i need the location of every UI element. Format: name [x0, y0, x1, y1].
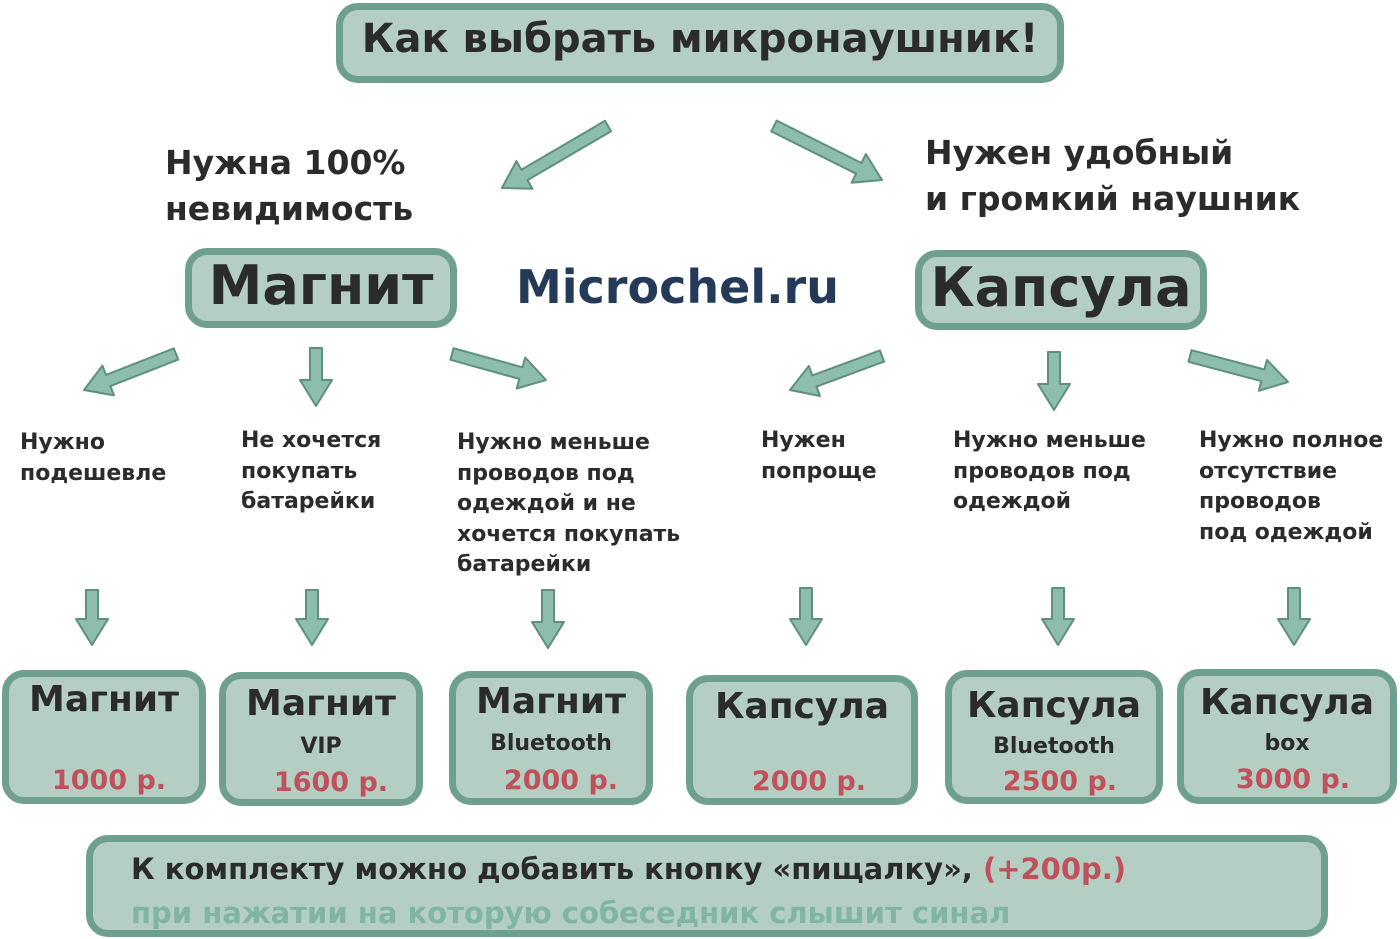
left-question: Нужна 100% невидимость [165, 140, 413, 232]
category-capsule-box: Капсула [915, 250, 1207, 330]
category-capsule-label: Капсула [930, 256, 1192, 319]
condition-line: под одеждой [1199, 519, 1373, 545]
footer-note-price: (+200р.) [982, 852, 1127, 886]
arrow-magnet-bluetooth-icon [449, 347, 547, 390]
condition-line: попроще [761, 458, 877, 484]
arrow-down-2-icon [295, 589, 329, 646]
product-variant: Bluetooth [993, 734, 1115, 759]
footer-box: К комплекту можно добавить кнопку «пищал… [86, 835, 1328, 937]
condition-line: батарейки [457, 552, 592, 577]
arrow-capsule-simple-icon [789, 349, 886, 397]
condition-line: Нужно меньше [457, 430, 650, 455]
condition-5: Нужно меньше проводов под одеждой [953, 426, 1146, 518]
condition-4: Нужен попроще [761, 426, 877, 487]
footer-note-text: К комплекту можно добавить кнопку «пищал… [131, 852, 973, 886]
condition-line: одеждой [953, 489, 1071, 514]
product-price: 3000 р. [1235, 764, 1351, 795]
brand-label: Microchel.ru [516, 260, 839, 314]
arrow-magnet-vip-icon [299, 347, 333, 407]
condition-line: батарейки [241, 489, 376, 514]
right-question-line2: и громкий наушник [925, 179, 1301, 218]
product-variant: VIP [300, 734, 342, 759]
page-title: Как выбрать микронаушник! [361, 16, 1039, 62]
category-magnet-label: Магнит [208, 254, 434, 317]
arrow-down-1-icon [75, 589, 109, 646]
arrow-down-5-icon [1041, 587, 1075, 646]
footer-note: К комплекту можно добавить кнопку «пищал… [131, 852, 1126, 886]
condition-line: хочется покупать [457, 521, 681, 547]
right-question-line1: Нужен удобный [925, 133, 1234, 172]
condition-line: Нужен [761, 428, 846, 453]
product-price: 1000 р. [51, 765, 167, 796]
product-price: 1600 р. [273, 767, 389, 798]
product-price: 2500 р. [1002, 766, 1118, 797]
arrow-to-magnet-icon [501, 119, 612, 190]
arrow-down-4-icon [789, 587, 823, 646]
arrow-magnet-cheap-icon [83, 347, 180, 397]
condition-2: Не хочется покупать батарейки [241, 426, 381, 518]
product-variant: box [1264, 731, 1310, 756]
product-card-magnet-bluetooth: Магнит Bluetooth 2000 р. [449, 671, 653, 805]
category-magnet-box: Магнит [185, 248, 457, 328]
condition-line: Не хочется [241, 428, 382, 453]
product-variant: Bluetooth [490, 731, 612, 756]
condition-line: Нужно полное [1199, 428, 1384, 453]
left-question-line1: Нужна 100% [165, 143, 406, 182]
condition-line: проводов под [457, 460, 635, 486]
title-box: Как выбрать микронаушник! [336, 3, 1064, 83]
condition-3: Нужно меньше проводов под одеждой и не х… [457, 428, 680, 581]
arrow-capsule-bluetooth-icon [1037, 351, 1071, 411]
product-name: Капсула [966, 685, 1142, 726]
product-card-magnet: Магнит 1000 р. [2, 670, 206, 804]
product-card-capsule-box: Капсула box 3000 р. [1177, 669, 1397, 804]
product-name: Магнит [246, 683, 396, 724]
condition-line: одеждой и не [457, 491, 636, 516]
arrow-to-capsule-icon [770, 119, 883, 184]
footer-note-detail: при нажатии на которую собеседник слышит… [131, 896, 1011, 930]
product-name: Капсула [714, 686, 890, 727]
left-question-line2: невидимость [165, 189, 414, 228]
condition-line: проводов под [953, 458, 1131, 484]
condition-line: покупать [241, 458, 358, 484]
product-price: 2000 р. [503, 765, 619, 796]
condition-line: подешевле [20, 460, 167, 486]
arrow-down-6-icon [1277, 587, 1311, 646]
product-name: Капсула [1199, 682, 1375, 723]
condition-6: Нужно полное отсутствие проводов под оде… [1199, 426, 1383, 548]
condition-line: проводов [1199, 489, 1321, 514]
arrow-capsule-box-icon [1187, 349, 1289, 392]
product-card-capsule: Капсула 2000 р. [686, 675, 918, 805]
product-name: Магнит [29, 679, 179, 720]
condition-line: Нужно [20, 430, 105, 455]
arrow-down-3-icon [531, 589, 565, 649]
product-name: Магнит [476, 681, 626, 722]
condition-1: Нужно подешевле [20, 428, 166, 489]
product-card-capsule-bluetooth: Капсула Bluetooth 2500 р. [945, 670, 1163, 804]
right-question: Нужен удобный и громкий наушник [925, 130, 1300, 222]
condition-line: отсутствие [1199, 458, 1338, 484]
product-card-magnet-vip: Магнит VIP 1600 р. [219, 672, 423, 806]
condition-line: Нужно меньше [953, 428, 1146, 453]
product-price: 2000 р. [751, 766, 867, 797]
